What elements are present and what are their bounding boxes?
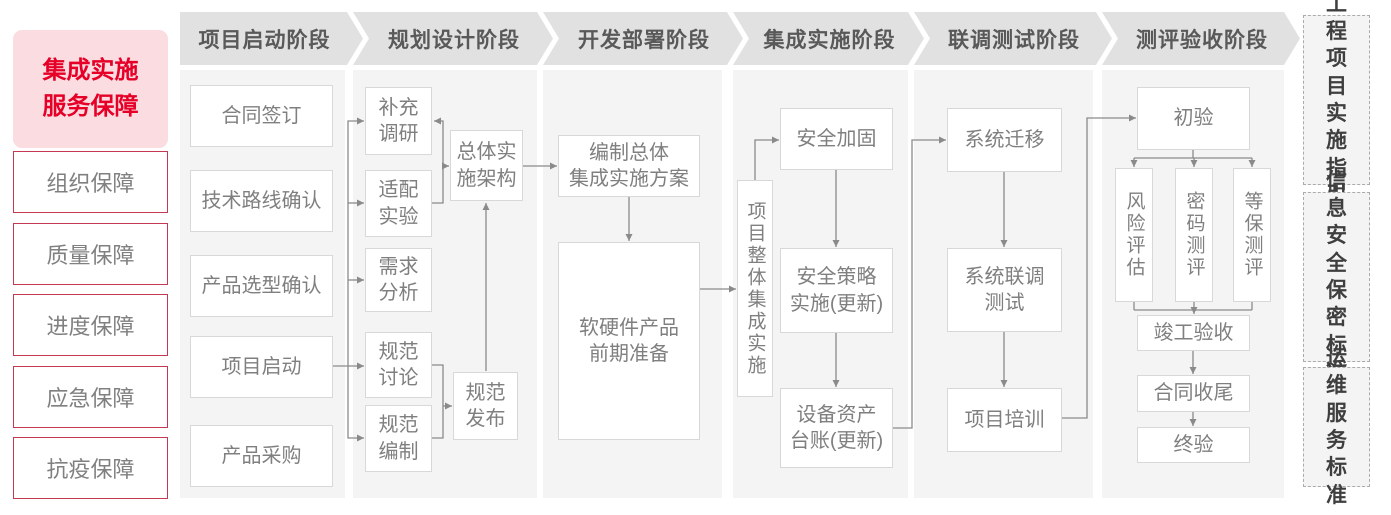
node-product-selection-confirm: 产品选型确认 <box>190 255 333 317</box>
node-product-procurement: 产品采购 <box>190 425 333 487</box>
node-project-overall-integration: 项目整体集成实施 <box>737 180 773 397</box>
node-risk-assessment: 风险评估 <box>1115 168 1153 302</box>
node-project-kickoff: 项目启动 <box>190 336 333 398</box>
sidebar-item-emergency-guarantee: 应急保障 <box>13 366 168 428</box>
sidebar-item-quality-guarantee: 质量保障 <box>13 223 168 285</box>
ref-engineering-project-implementation-guide: 工程 项目 实施 指引 <box>1303 0 1370 207</box>
node-overall-integration-plan: 编制总体 集成实施方案 <box>558 135 700 197</box>
phase-header-joint-debugging-test: 联调测试阶段 <box>914 12 1112 65</box>
node-tech-route-confirm: 技术路线确认 <box>190 170 333 232</box>
node-system-migration: 系统迁移 <box>947 108 1062 172</box>
node-final-acceptance: 终验 <box>1137 427 1250 463</box>
node-completion-acceptance: 竣工验收 <box>1137 315 1250 351</box>
sidebar-title: 集成实施 服务保障 <box>13 30 168 148</box>
node-spec-release: 规范 发布 <box>453 372 518 440</box>
node-overall-implementation-architecture: 总体实 施架构 <box>450 130 523 201</box>
node-adaptation-test: 适配 实验 <box>365 170 432 237</box>
sidebar-item-epidemic-guarantee: 抗疫保障 <box>13 437 168 499</box>
sidebar-item-organization-guarantee: 组织保障 <box>13 151 168 213</box>
node-crypto-evaluation: 密码测评 <box>1175 168 1213 302</box>
node-project-training: 项目培训 <box>947 388 1062 452</box>
ref-info-security-confidentiality-standard: 信息 安全 保密 标准 <box>1303 170 1370 384</box>
node-hw-sw-product-preparation: 软硬件产品 前期准备 <box>558 242 700 440</box>
node-requirement-analysis: 需求 分析 <box>365 248 432 312</box>
phase-header-development-deployment: 开发部署阶段 <box>543 12 743 65</box>
node-spec-discussion: 规范 讨论 <box>365 332 432 398</box>
node-spec-drafting: 规范 编制 <box>365 405 432 472</box>
phase-header-evaluation-acceptance: 测评验收阶段 <box>1102 12 1300 65</box>
node-mlps-evaluation: 等保测评 <box>1233 168 1271 302</box>
node-equipment-asset-ledger: 设备资产 台账(更新) <box>780 388 893 468</box>
node-supplementary-research: 补充 调研 <box>365 87 432 155</box>
phase-header-project-kickoff: 项目启动阶段 <box>180 12 363 65</box>
node-security-hardening: 安全加固 <box>780 108 893 170</box>
node-security-policy-implementation: 安全策略 实施(更新) <box>780 248 893 333</box>
node-contract-closure: 合同收尾 <box>1137 375 1250 412</box>
sidebar-item-schedule-guarantee: 进度保障 <box>13 294 168 356</box>
node-contract-signing: 合同签订 <box>190 85 333 147</box>
phase-header-integration-implementation: 集成实施阶段 <box>733 12 924 65</box>
node-system-joint-debugging-test: 系统联调 测试 <box>947 248 1062 332</box>
phase-header-planning-design: 规划设计阶段 <box>353 12 553 65</box>
ref-om-service-standard: 运维 服务 标准 <box>1303 347 1370 507</box>
node-initial-acceptance: 初验 <box>1137 87 1250 150</box>
